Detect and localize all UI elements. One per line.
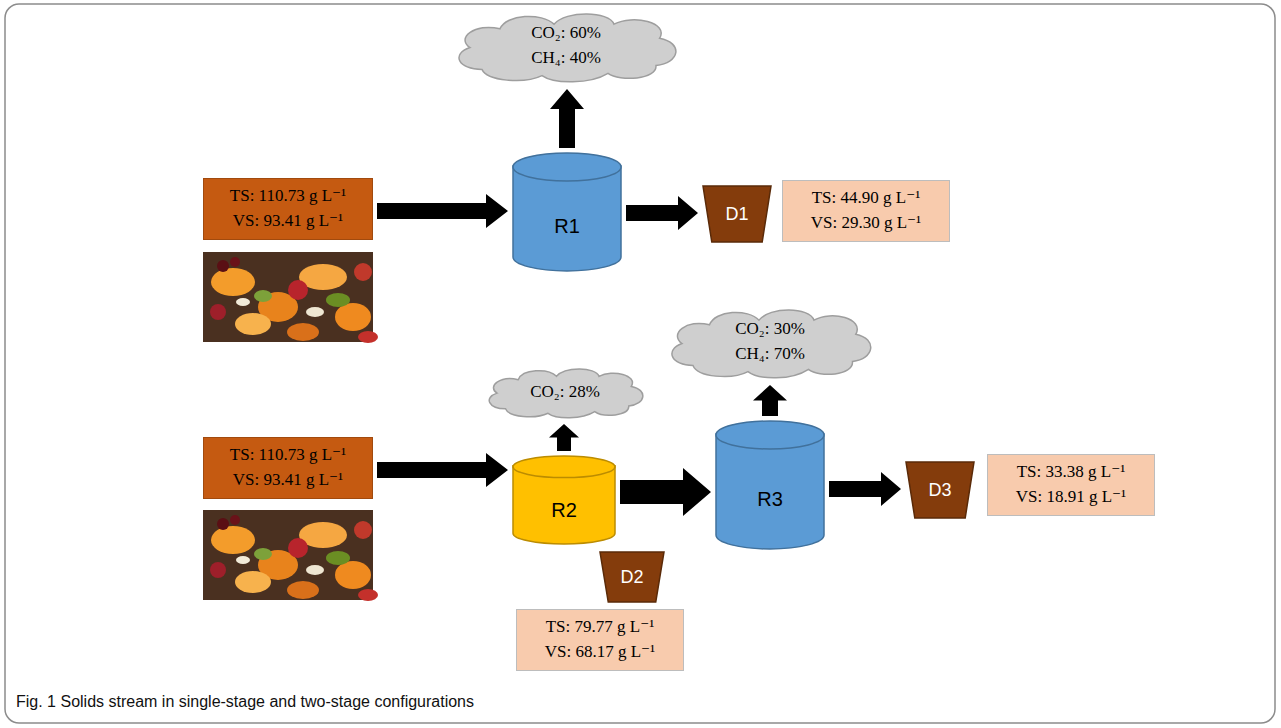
node-text: VS: 93.41 g L⁻¹ (233, 209, 343, 234)
node-text: D3 (928, 477, 951, 503)
node-text: D1 (725, 201, 748, 227)
node-text: CO₂: 60% (531, 21, 601, 46)
flow-arrow (377, 453, 508, 487)
biogas-cloud-outline (446, 7, 686, 85)
figure-caption: Fig. 1 Solids stream in single-stage and… (16, 693, 474, 711)
solids-box: TS: 44.90 g L⁻¹VS: 29.30 g L⁻¹ (782, 180, 950, 242)
node-text: TS: 44.90 g L⁻¹ (812, 186, 921, 211)
node-text: CO₂: 30% (735, 317, 805, 342)
figure-border (5, 4, 1275, 723)
feedstock-box: TS: 110.73 g L⁻¹VS: 93.41 g L⁻¹ (203, 178, 373, 240)
solids-box: TS: 33.38 g L⁻¹VS: 18.91 g L⁻¹ (987, 454, 1155, 516)
reactor-cylinder: R2 (512, 455, 616, 545)
biogas-cloud: CO₂: 28% (480, 364, 650, 420)
cloud-outline (672, 310, 871, 378)
flow-arrow (829, 472, 901, 506)
flow-arrow (550, 89, 584, 148)
cylinder-top (513, 456, 615, 478)
food-waste-photo (203, 252, 378, 343)
node-text: R2 (551, 496, 577, 525)
food-waste-photo (203, 510, 378, 601)
digestate-tank: D3 (905, 461, 975, 519)
flow-arrow (753, 385, 787, 416)
trapezoid-outline (906, 462, 974, 518)
cloud-outline (459, 14, 676, 82)
digestate-tank: D1 (702, 185, 772, 243)
node-text: TS: 110.73 g L⁻¹ (230, 184, 346, 209)
trapezoid-outline (703, 186, 771, 242)
reactor-cylinder: R3 (715, 420, 825, 550)
reactor-cylinder-outline (715, 420, 825, 550)
flow-arrow (549, 424, 579, 451)
node-text: R3 (757, 485, 783, 514)
flow-arrow (377, 194, 508, 228)
node-text: CH₄: 70% (735, 342, 805, 367)
node-text: TS: 33.38 g L⁻¹ (1017, 460, 1126, 485)
node-text: CH₄: 40% (531, 46, 601, 71)
digestate-tank: D2 (599, 551, 665, 603)
node-text: VS: 18.91 g L⁻¹ (1016, 485, 1126, 510)
node-text: TS: 110.73 g L⁻¹ (230, 443, 346, 468)
node-text: VS: 68.17 g L⁻¹ (545, 640, 655, 665)
feedstock-box: TS: 110.73 g L⁻¹VS: 93.41 g L⁻¹ (203, 437, 373, 499)
node-text: TS: 79.77 g L⁻¹ (546, 615, 655, 640)
node-text: CO₂: 28% (530, 380, 600, 405)
biogas-cloud-outline (660, 303, 880, 381)
solids-box: TS: 79.77 g L⁻¹VS: 68.17 g L⁻¹ (516, 609, 684, 671)
node-text: D2 (620, 564, 643, 590)
cylinder-top (716, 421, 824, 449)
reactor-cylinder: R1 (512, 152, 622, 272)
biogas-cloud: CO₂: 30%CH₄: 70% (660, 303, 880, 381)
trapezoid-outline (600, 552, 664, 602)
node-text: VS: 93.41 g L⁻¹ (233, 468, 343, 493)
flow-arrow (620, 468, 711, 516)
cylinder-top (513, 153, 621, 181)
node-text: R1 (554, 212, 580, 241)
node-text: VS: 29.30 g L⁻¹ (811, 211, 921, 236)
cloud-outline (489, 369, 643, 418)
reactor-cylinder-outline (512, 152, 622, 272)
flow-arrow (626, 196, 698, 230)
cylinder-body (716, 434, 824, 549)
biogas-cloud: CO₂: 60%CH₄: 40% (446, 7, 686, 85)
